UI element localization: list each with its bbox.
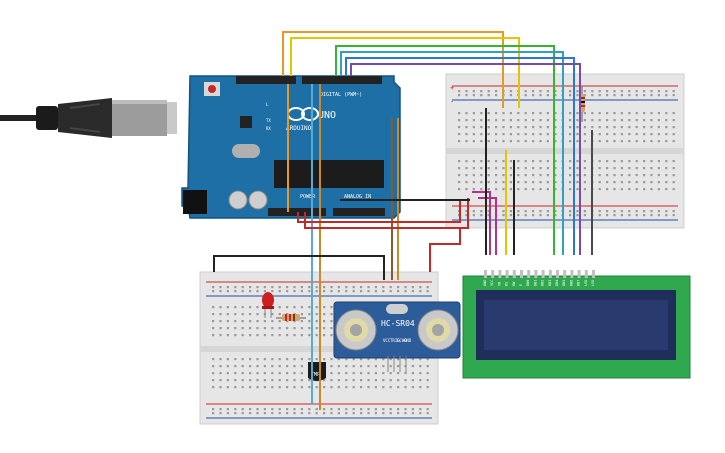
lcd-pin[interactable]	[491, 270, 495, 278]
pin-vcc: VCC	[383, 338, 391, 343]
lcd-pin-label: DB2	[541, 280, 545, 286]
power-label: POWER	[300, 194, 316, 200]
tmp-label: TMP	[311, 372, 320, 378]
lcd-pin-label: GND	[483, 280, 487, 286]
l-led-label: L	[266, 102, 269, 107]
lcd-pin[interactable]	[570, 270, 574, 278]
lcd-pin-label: VCC	[490, 280, 494, 286]
digital-header-left	[236, 76, 296, 84]
lcd-pin[interactable]	[584, 270, 588, 278]
rx-label: RX	[266, 126, 271, 131]
lcd-pin-label: DB4	[555, 280, 559, 286]
digital-header-right	[302, 76, 382, 84]
lcd-pin-label: RW	[512, 281, 516, 286]
pin-gnd: GND	[404, 338, 412, 343]
lcd-pin-label: RS	[505, 282, 509, 286]
lcd-pin[interactable]	[556, 270, 559, 278]
lcd-pin[interactable]	[484, 270, 487, 278]
minus-rail-label: -	[450, 98, 454, 106]
arduino-uno-board[interactable]: UNO ARDUINO DIGITAL (PWM~) POWER ANALOG …	[181, 75, 401, 219]
lcd-pin-label: V0	[497, 282, 501, 286]
lcd-pin[interactable]	[592, 270, 595, 278]
lcd-pin[interactable]	[520, 270, 523, 278]
lcd-pin-label: DB6	[569, 280, 573, 286]
logo-label: ARDUINO	[286, 125, 312, 132]
lcd-pin[interactable]	[534, 270, 538, 278]
pin-echo: ECHO	[397, 338, 407, 343]
lcd-pin-label: DB3	[548, 280, 552, 286]
lcd-pin[interactable]	[505, 270, 509, 278]
lcd-pin-label: E	[519, 284, 523, 286]
lcd-16x2[interactable]	[462, 270, 691, 379]
power-jack[interactable]	[183, 190, 207, 214]
lcd-pin-label: DB7	[577, 280, 581, 286]
wires	[213, 31, 593, 410]
atmega-chip	[274, 160, 384, 188]
lcd-pin-label: LED	[591, 280, 595, 286]
red-led[interactable]	[262, 292, 274, 318]
breadboard-top-right[interactable]: + -	[445, 73, 685, 229]
hc-sr04-sensor[interactable]: HC-SR04 VCC TRIG ECHO GND	[333, 301, 461, 372]
lcd-pin[interactable]	[577, 270, 581, 278]
lcd-pin[interactable]	[527, 270, 531, 278]
digital-label: DIGITAL (PWM~)	[320, 92, 362, 98]
lcd-pin[interactable]	[498, 270, 502, 278]
lcd-pin-label: LED	[584, 280, 588, 286]
tmp-sensor[interactable]: TMP	[308, 362, 326, 381]
usb-cable[interactable]	[0, 98, 177, 138]
lcd-pin[interactable]	[563, 270, 567, 278]
lcd-pin[interactable]	[541, 270, 545, 278]
lcd-pin-label: DB0	[526, 280, 530, 286]
lcd-pin[interactable]	[512, 270, 516, 278]
tx-label: TX	[266, 118, 271, 123]
resistor-led[interactable]	[276, 314, 306, 321]
lcd-pin-label: DB5	[562, 280, 566, 286]
pin-trig: TRIG	[390, 338, 400, 343]
analog-header	[333, 208, 385, 216]
lcd-pin[interactable]	[548, 270, 552, 278]
plus-rail-label: +	[450, 84, 454, 92]
hc-sr04-label: HC-SR04	[381, 319, 415, 328]
lcd-pin-label: DB1	[533, 280, 537, 286]
model-label: UNO	[318, 110, 336, 121]
analog-label: ANALOG IN	[344, 194, 371, 200]
